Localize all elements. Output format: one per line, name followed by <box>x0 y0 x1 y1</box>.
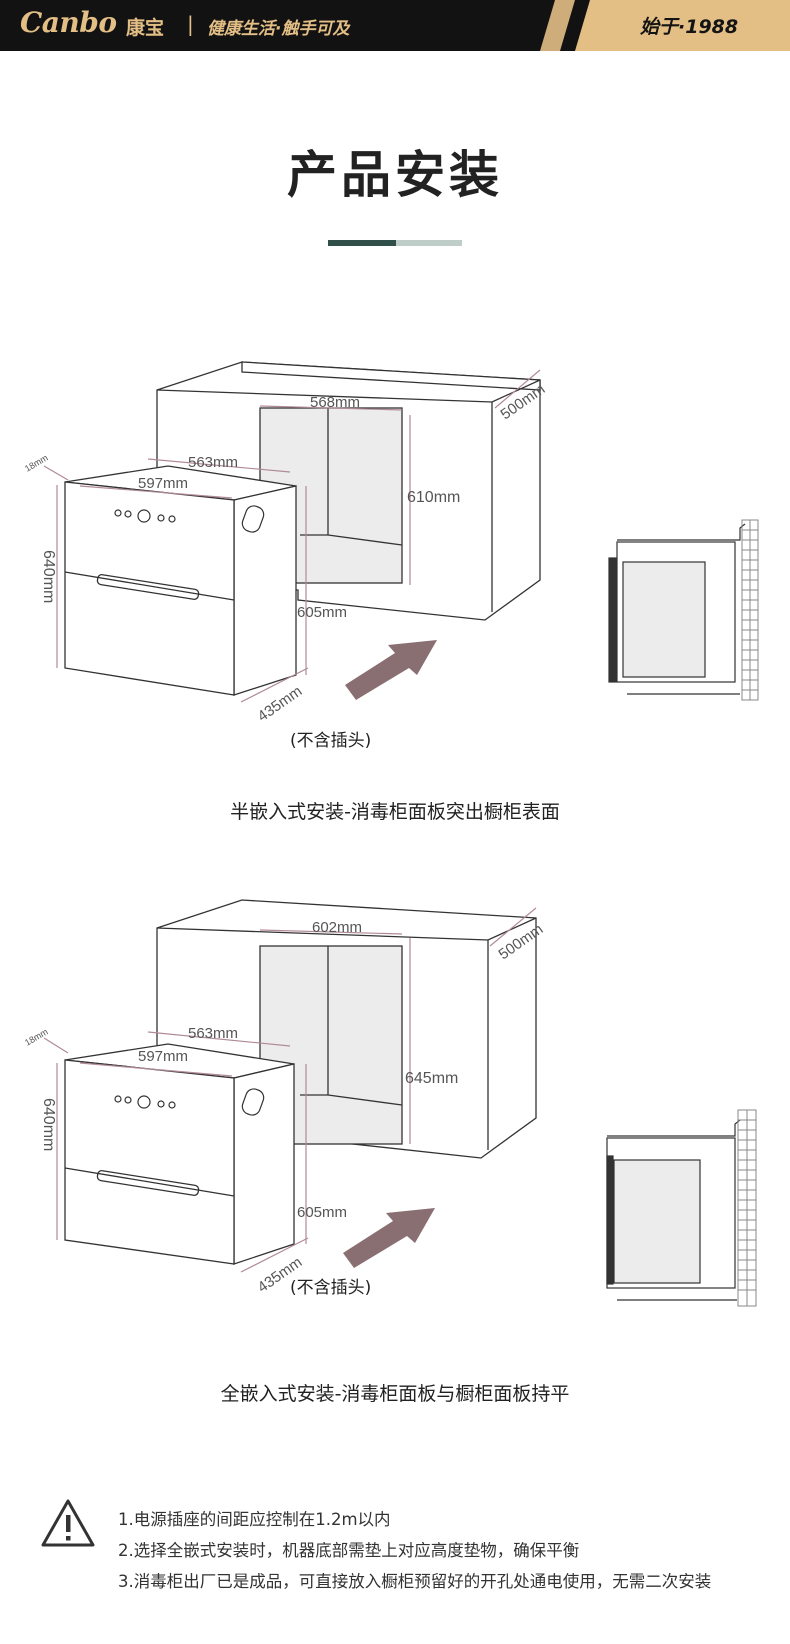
header-gold-tab <box>540 0 790 51</box>
dim-unit-width: 597mm <box>138 475 188 492</box>
no-plug-note: (不含插头) <box>290 731 371 751</box>
dim-cabinet-width: 568mm <box>310 394 360 411</box>
no-plug-note-2: (不含插头) <box>290 1278 371 1298</box>
dim-body-height-2: 605mm <box>297 1204 347 1221</box>
header-separator: | <box>187 12 194 36</box>
brand-logo: Canbo <box>20 6 117 39</box>
dim-body-depth: 435mm <box>255 683 306 726</box>
page-title: 产品安装 <box>287 146 503 204</box>
dim-cabinet-height: 610mm <box>407 489 460 506</box>
dim-unit-height: 640mm <box>40 550 57 603</box>
dim-cabinet-width-2: 602mm <box>312 919 362 936</box>
warning-triangle-icon <box>41 1499 95 1547</box>
insert-arrow-icon <box>345 640 437 700</box>
title-underline-dark <box>328 240 396 246</box>
title-underline-light <box>396 240 462 246</box>
dim-unit-height-2: 640mm <box>40 1098 57 1151</box>
dim-body-height: 605mm <box>297 604 347 621</box>
brand-name-cn: 康宝 <box>126 17 165 39</box>
note-1: 1.电源插座的间距应控制在1.2m以内 <box>118 1510 391 1529</box>
insert-arrow-icon <box>343 1208 435 1268</box>
semi-embedded-diagram: 568mm 610mm 500mm 563mm 597mm 18mm 640mm… <box>23 361 759 751</box>
dim-panel-thickness-2: 18mm <box>23 1027 50 1048</box>
dim-panel-thickness: 18mm <box>23 453 50 474</box>
dim-unit-depth-top: 563mm <box>188 454 238 471</box>
dim-unit-depth-top-2: 563mm <box>188 1025 238 1042</box>
note-2: 2.选择全嵌式安装时，机器底部需垫上对应高度垫物，确保平衡 <box>118 1541 580 1560</box>
dim-unit-width-2: 597mm <box>138 1048 188 1065</box>
brand-slogan: 健康生活·触手可及 <box>207 19 350 39</box>
full-embedded-caption: 全嵌入式安装-消毒柜面板与橱柜面板持平 <box>220 1383 570 1405</box>
dim-cabinet-height-2: 645mm <box>405 1070 458 1087</box>
semi-embedded-caption: 半嵌入式安装-消毒柜面板突出橱柜表面 <box>230 801 560 823</box>
full-embedded-diagram: 602mm 645mm 500mm 563mm 597mm 18mm 640mm… <box>23 899 757 1307</box>
brand-since: 始于·1988 <box>640 16 739 38</box>
note-3: 3.消毒柜出厂已是成品，可直接放入橱柜预留好的开孔处通电使用，无需二次安装 <box>118 1572 712 1591</box>
header-bar: Canbo 康宝 | 健康生活·触手可及 始于·1988 <box>0 0 790 51</box>
